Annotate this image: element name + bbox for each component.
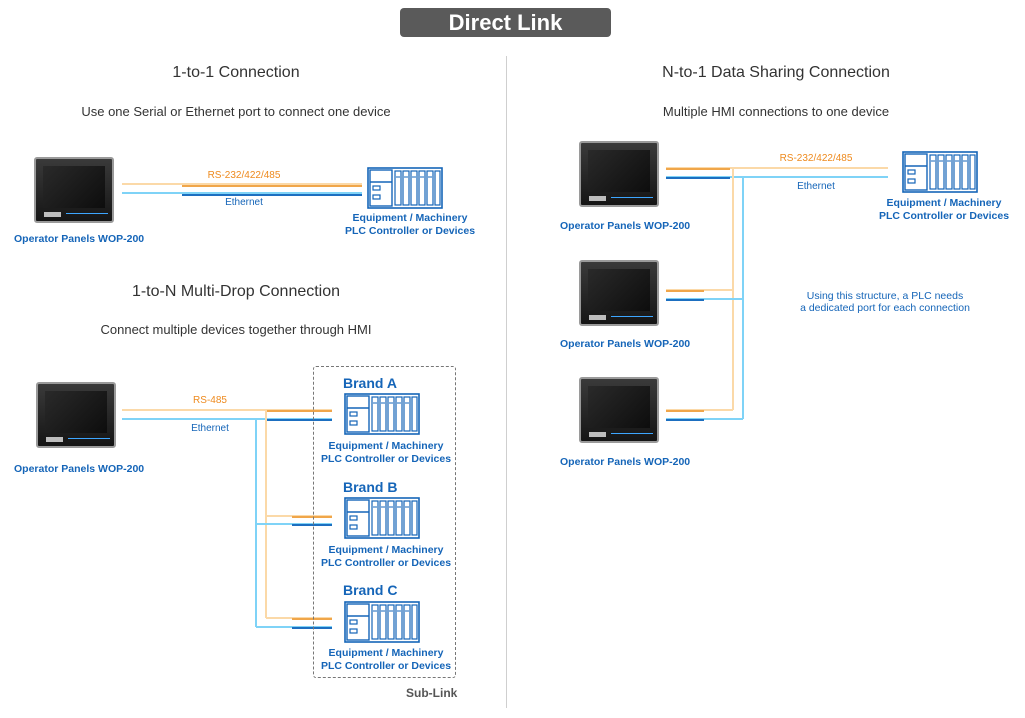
ethernet-label: Ethernet (191, 423, 229, 434)
device-label-line1: Equipment / Machinery (886, 197, 1002, 209)
section-divider (506, 56, 507, 708)
n-to-one-title: N-to-1 Data Sharing Connection (662, 64, 890, 81)
device-label-line2: PLC Controller or Devices (320, 660, 452, 672)
ethernet-label: Ethernet (225, 197, 263, 208)
hmi-panel-icon (579, 141, 659, 207)
device-label-line1: Equipment / Machinery (328, 544, 444, 556)
device-label-line1: Equipment / Machinery (328, 647, 444, 659)
plc-rack-icon (367, 167, 443, 209)
hmi-panel-icon (34, 157, 114, 223)
brand-a-label: Brand A (343, 375, 397, 391)
note-line2: a dedicated port for each connection (800, 302, 970, 314)
brand-b-label: Brand B (343, 479, 398, 495)
n-to-one-subtitle: Multiple HMI connections to one device (662, 104, 890, 119)
hmi-panel-icon (579, 377, 659, 443)
one-to-one-title: 1-to-1 Connection (172, 64, 300, 81)
note-line1: Using this structure, a PLC needs (806, 290, 964, 302)
multi-drop-subtitle: Connect multiple devices together throug… (100, 322, 372, 337)
panel-label: Operator Panels WOP-200 (560, 220, 691, 232)
n-to-one-wires (666, 167, 888, 421)
brand-c-label: Brand C (343, 582, 398, 598)
device-label-line2: PLC Controller or Devices (344, 225, 476, 237)
panel-label: Operator Panels WOP-200 (14, 463, 145, 475)
panel-label: Operator Panels WOP-200 (14, 233, 145, 245)
sublink-group (313, 366, 456, 678)
panel-label: Operator Panels WOP-200 (560, 338, 691, 350)
device-label-line2: PLC Controller or Devices (320, 453, 452, 465)
device-label-line2: PLC Controller or Devices (878, 210, 1010, 222)
serial-label: RS-485 (193, 395, 227, 406)
serial-label: RS-232/422/485 (207, 170, 281, 181)
one-to-one-subtitle: Use one Serial or Ethernet port to conne… (81, 104, 391, 119)
hmi-panel-icon (579, 260, 659, 326)
hmi-panel-icon (36, 382, 116, 448)
multi-drop-wires (122, 409, 332, 629)
device-label-line2: PLC Controller or Devices (320, 557, 452, 569)
ethernet-label: Ethernet (797, 181, 835, 192)
one-to-one-wires (122, 183, 362, 196)
panel-label: Operator Panels WOP-200 (560, 456, 691, 468)
page-title: Direct Link (400, 8, 611, 37)
device-label-line1: Equipment / Machinery (352, 212, 468, 224)
sublink-label: Sub-Link (406, 686, 458, 700)
device-label-line1: Equipment / Machinery (328, 440, 444, 452)
plc-rack-icon (902, 151, 978, 193)
serial-label: RS-232/422/485 (779, 153, 853, 164)
multi-drop-title: 1-to-N Multi-Drop Connection (131, 283, 341, 300)
